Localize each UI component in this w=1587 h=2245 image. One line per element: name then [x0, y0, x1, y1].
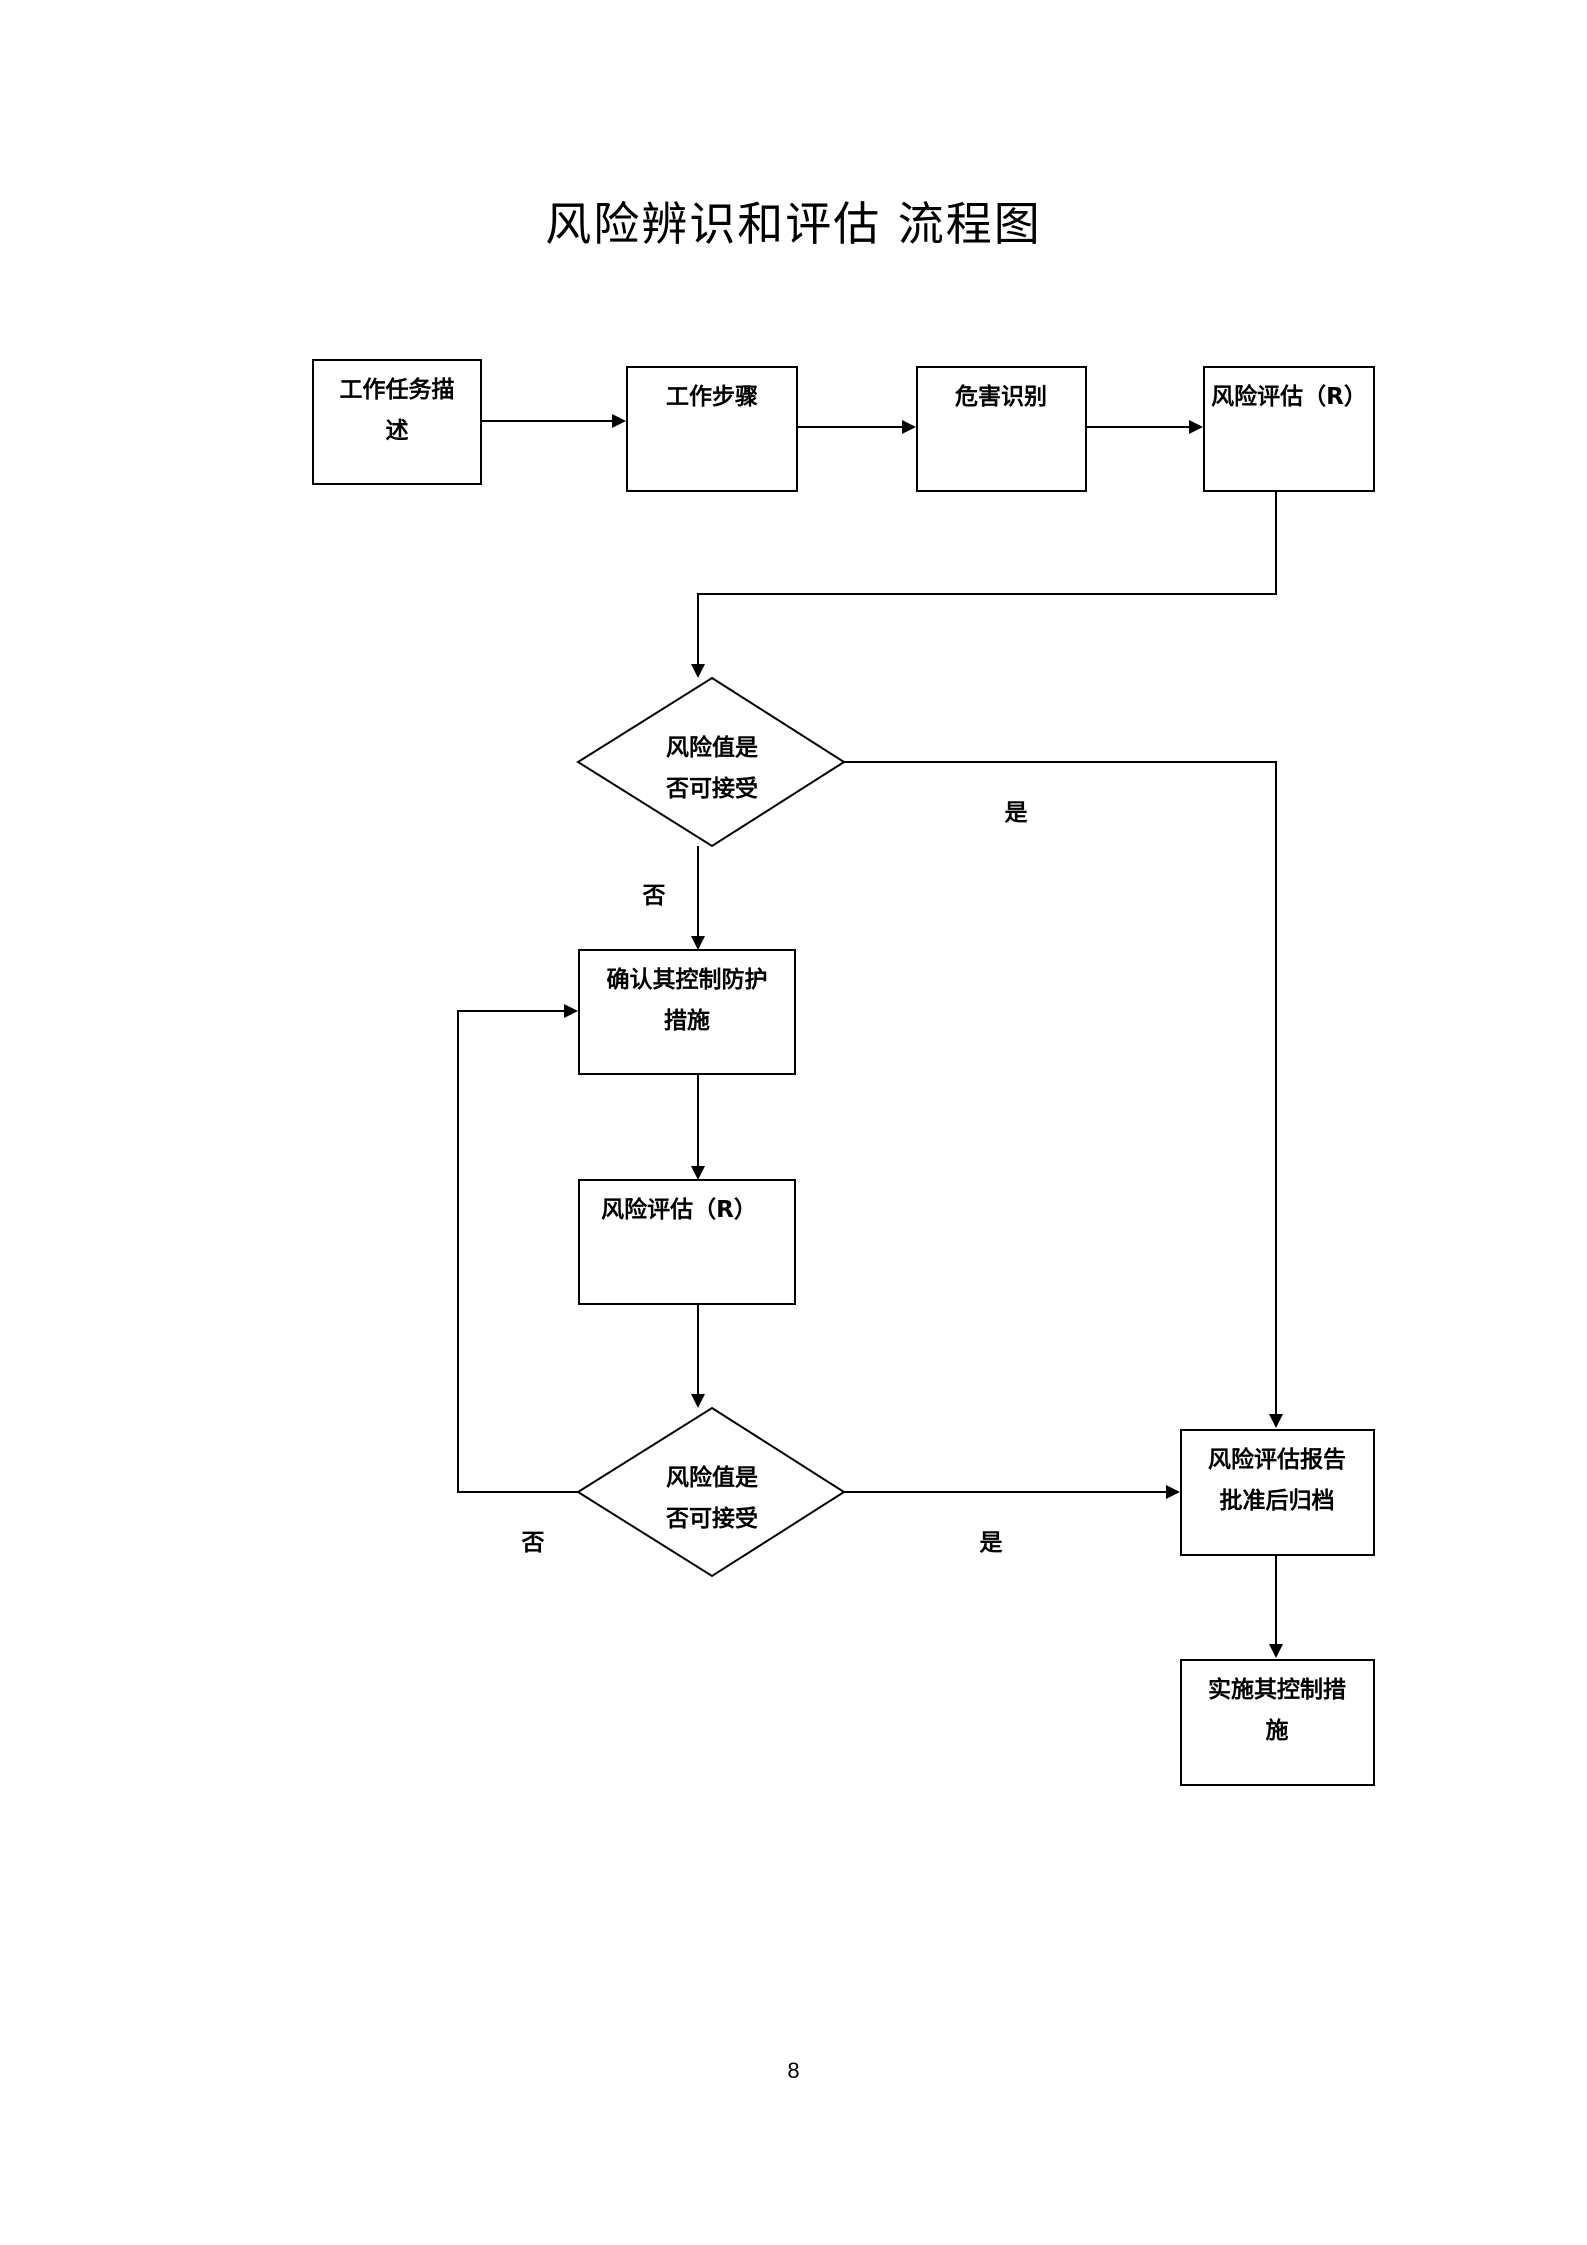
- node-risk-assessment-2: 风险评估（R）: [578, 1179, 796, 1305]
- node-task-description: 工作任务描 述: [312, 359, 482, 485]
- connector-decision-1-yes: [842, 761, 1277, 1414]
- node-work-steps: 工作步骤: [626, 366, 798, 492]
- connector-assessment-to-decision-1: [697, 490, 1277, 664]
- decision-1: 风险值是 否可接受: [576, 676, 846, 848]
- connectors: [457, 414, 1283, 1658]
- node-label-line: 批准后归档: [1220, 1487, 1335, 1514]
- node-label-line: 措施: [664, 1007, 710, 1034]
- node-label-line: 确认其控制防护: [607, 966, 768, 993]
- node-label-line: 风险评估报告: [1208, 1446, 1346, 1473]
- node-label-line: 工作任务描: [340, 376, 455, 403]
- decision-label-line: 风险值是: [666, 734, 758, 761]
- node-label-line: 风险评估（R）: [601, 1196, 757, 1223]
- edge-label-no: 否: [521, 1530, 545, 1556]
- connector-decision-2-no-loop: [457, 1010, 578, 1493]
- node-label-line: 风险评估（R）: [1211, 383, 1367, 410]
- decision-label-line: 风险值是: [666, 1464, 758, 1491]
- arrowhead: [1189, 420, 1203, 434]
- page-number: 8: [787, 2058, 800, 2083]
- decision-2: 风险值是 否可接受: [576, 1406, 846, 1578]
- edge-label-yes: 是: [980, 1530, 1003, 1556]
- arrowhead: [1269, 1644, 1283, 1658]
- node-label-line: 实施其控制措: [1208, 1676, 1346, 1703]
- node-confirm-controls: 确认其控制防护 措施: [578, 949, 796, 1075]
- arrowhead: [564, 1004, 578, 1018]
- arrowhead: [691, 1394, 705, 1408]
- arrowhead: [691, 1166, 705, 1180]
- node-label-line: 施: [1266, 1717, 1289, 1744]
- node-hazard-identification: 危害识别: [916, 366, 1087, 492]
- node-label-line: 危害识别: [955, 383, 1047, 410]
- node-label-line: 工作步骤: [666, 384, 758, 410]
- arrowhead: [612, 414, 626, 428]
- node-risk-assessment-1: 风险评估（R）: [1203, 366, 1375, 492]
- decision-label-line: 否可接受: [665, 1505, 758, 1532]
- decision-label-line: 否可接受: [665, 775, 758, 802]
- arrowhead: [1269, 1414, 1283, 1428]
- node-label-line: 述: [386, 418, 409, 444]
- arrowhead: [691, 936, 705, 950]
- node-implement: 实施其控制措 施: [1180, 1659, 1375, 1786]
- node-report: 风险评估报告 批准后归档: [1180, 1429, 1375, 1556]
- arrowhead: [902, 420, 916, 434]
- arrowhead: [1166, 1485, 1180, 1499]
- edge-label-no: 否: [642, 883, 666, 909]
- page-title: 风险辨识和评估 流程图: [545, 197, 1042, 251]
- edge-label-yes: 是: [1005, 800, 1028, 826]
- arrowhead: [691, 664, 705, 678]
